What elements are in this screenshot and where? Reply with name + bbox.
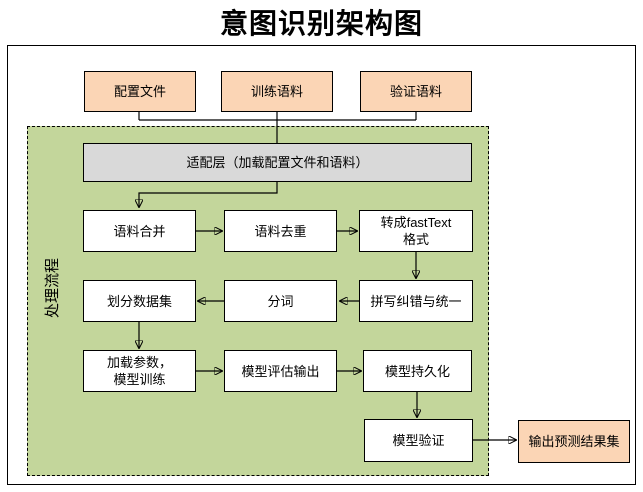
node-corpus-dedupe: 语料去重	[224, 210, 337, 252]
node-word-segmentation: 分词	[224, 280, 337, 322]
node-model-eval-output: 模型评估输出	[224, 350, 337, 392]
node-load-params-train: 加载参数， 模型训练	[83, 350, 196, 392]
connector-adapter-to-merge	[139, 182, 278, 207]
node-split-dataset: 划分数据集	[83, 280, 196, 322]
node-adapter-layer: 适配层（加载配置文件和语料）	[83, 143, 472, 182]
node-to-fasttext-format: 转成fastText 格式	[359, 210, 473, 252]
node-model-persistence: 模型持久化	[363, 350, 472, 392]
diagram-title: 意图识别架构图	[219, 8, 423, 39]
node-spell-correction: 拼写纠错与统一	[359, 280, 473, 322]
node-validation-corpus: 验证语料	[360, 71, 472, 112]
node-training-corpus: 训练语料	[221, 71, 333, 112]
node-config-file: 配置文件	[84, 71, 196, 112]
node-model-verification: 模型验证	[364, 419, 473, 462]
node-output-prediction-results: 输出预测结果集	[518, 420, 630, 463]
node-corpus-merge: 语料合并	[83, 210, 196, 252]
